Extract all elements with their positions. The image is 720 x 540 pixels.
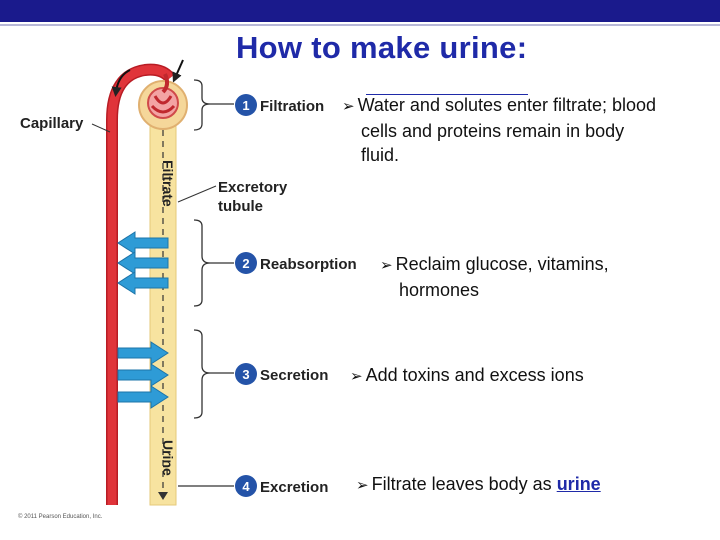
- capillary-label: Capillary: [20, 115, 84, 132]
- reabsorption-arrow: [117, 271, 169, 295]
- excretory-tubule-label-line1: Excretory: [218, 179, 288, 196]
- step-badge: [235, 94, 257, 116]
- step-label: Excretion: [260, 479, 328, 496]
- top-banner: [0, 0, 720, 22]
- bullet-arrow-icon: ➢: [342, 98, 355, 115]
- step-brackets: [178, 79, 234, 487]
- secretion-arrow: [117, 341, 169, 365]
- urine-link[interactable]: urine: [556, 474, 601, 494]
- bullet-arrow-icon: ➢: [350, 368, 363, 385]
- slide-title: How to make urine:: [236, 30, 528, 65]
- reabsorption-arrow: [117, 231, 169, 255]
- filtration-capsule: [138, 73, 188, 130]
- secretion-arrow: [117, 385, 169, 409]
- capillary-leader-line: [91, 123, 111, 133]
- urine-vertical-label: Urine: [160, 440, 176, 476]
- secretion-bullet: ➢Add toxins and excess ions: [350, 363, 690, 389]
- reabsorption-arrow: [117, 251, 169, 275]
- top-banner-rule: [0, 24, 720, 26]
- filtration-text-line3: fluid.: [361, 145, 400, 165]
- secretion-arrow: [117, 363, 169, 387]
- copyright-notice: © 2011 Pearson Education, Inc.: [18, 514, 103, 520]
- step-label: Filtration: [260, 98, 324, 115]
- step-badge: [235, 252, 257, 274]
- secretion-text: Add toxins and excess ions: [365, 365, 584, 385]
- excretion-text: Filtrate leaves body as: [371, 474, 552, 494]
- reabsorption-arrows: [117, 231, 169, 295]
- tubule-leader-line: [177, 185, 217, 203]
- filtrate-vertical-label: Filtrate: [160, 160, 176, 207]
- blood-in-arrow: [172, 59, 184, 83]
- step-excretion: 4 Excretion: [235, 475, 328, 497]
- step-number: 4: [242, 479, 250, 494]
- reabsorption-text-line2: hormones: [399, 280, 480, 300]
- step-badge: [235, 363, 257, 385]
- step-label: Reabsorption: [260, 256, 357, 273]
- tubule-flow-arrowhead: [158, 492, 168, 500]
- bullet-arrow-icon: ➢: [380, 257, 393, 274]
- step-number: 1: [242, 98, 249, 113]
- capillary-flow-arrow: [111, 69, 131, 97]
- step-reabsorption: 2 Reabsorption: [235, 252, 357, 274]
- step-label: Secretion: [260, 367, 328, 384]
- reabsorption-bullet: ➢Reclaim glucose, vitamins, hormones: [380, 252, 700, 302]
- reabsorption-text-line1: Reclaim glucose, vitamins,: [395, 254, 609, 274]
- capillary-vessel: [106, 63, 175, 505]
- step-number: 2: [242, 256, 249, 271]
- filtration-underline: [366, 94, 528, 95]
- filtration-text-line1: Water and solutes enter filtrate; blood: [357, 95, 657, 115]
- step-badge: [235, 475, 257, 497]
- step-filtration: 1 Filtration: [235, 94, 324, 116]
- step-number: 3: [242, 367, 249, 382]
- bullet-arrow-icon: ➢: [356, 477, 369, 494]
- secretion-arrows: [117, 341, 169, 409]
- excretion-bullet: ➢Filtrate leaves body as urine: [356, 472, 696, 498]
- filtration-text-line2: cells and proteins remain in body: [361, 121, 625, 141]
- filtration-bullet: ➢Water and solutes enter filtrate; blood…: [342, 93, 712, 167]
- step-secretion: 3 Secretion: [235, 363, 328, 385]
- excretory-tubule-label-line2: tubule: [218, 198, 263, 215]
